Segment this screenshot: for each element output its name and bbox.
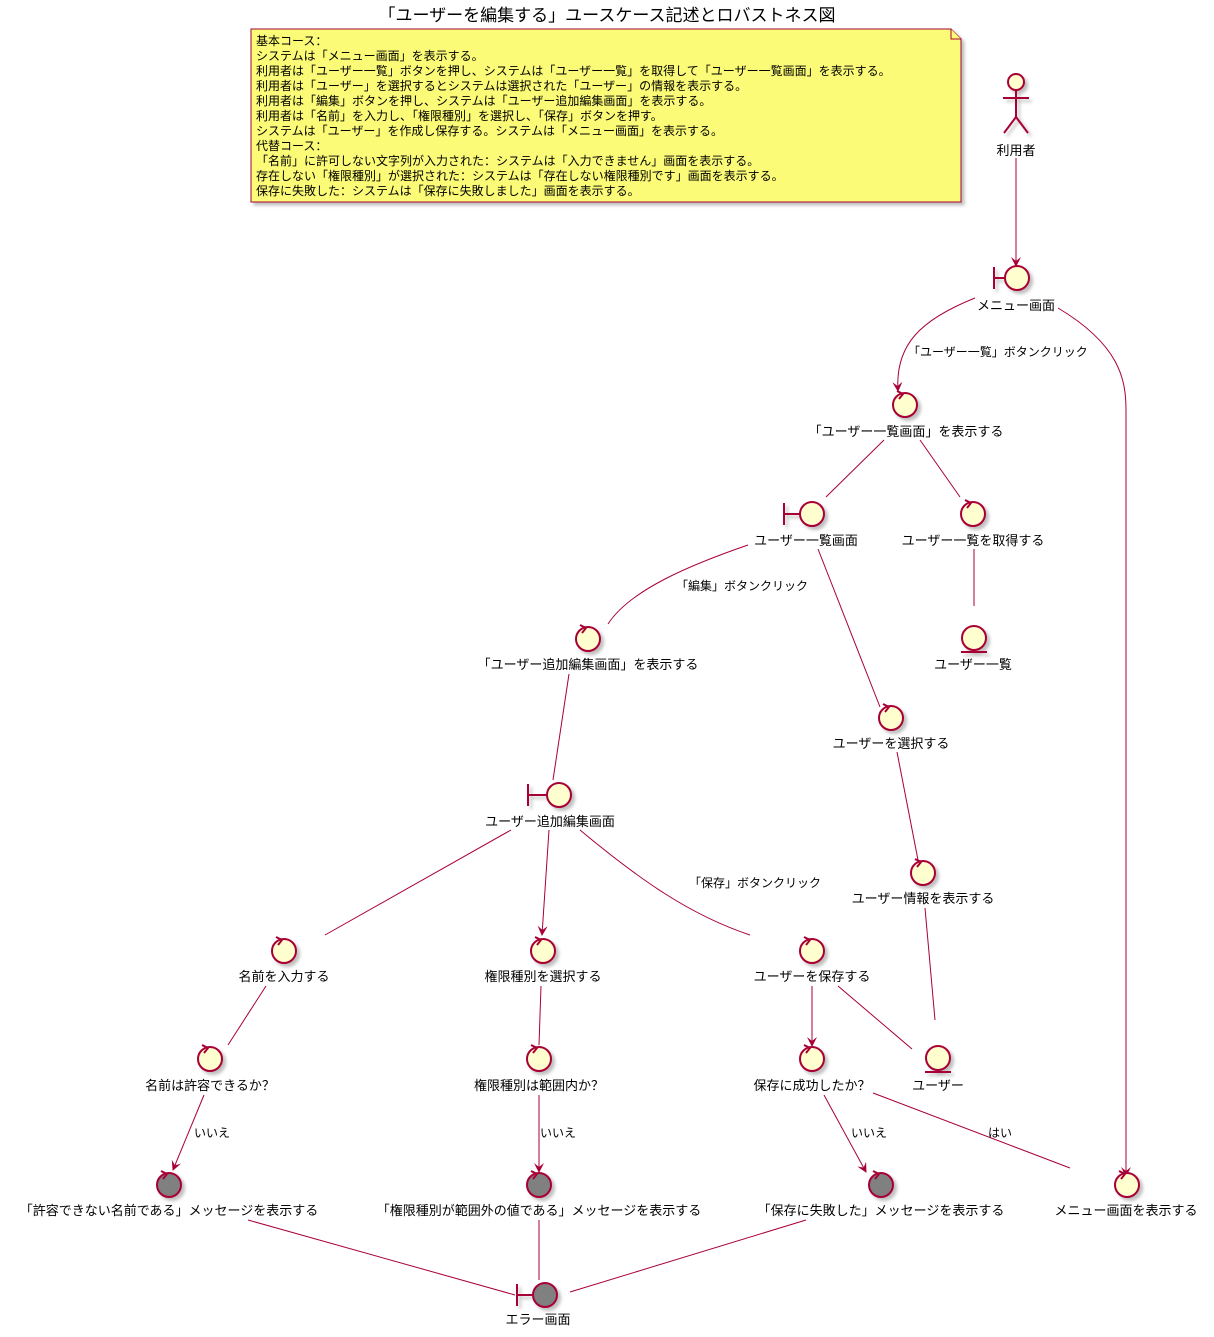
show-user-info-label: ユーザー情報を表示する <box>852 892 995 907</box>
control-show-menu-screen-icon <box>1114 1170 1140 1198</box>
edge-msgsave-error <box>569 1219 807 1293</box>
name-ok-label: 名前は許容できるか？ <box>145 1078 275 1094</box>
msg-name-invalid-label: 「許容できない名前である」メッセージを表示する <box>20 1203 319 1219</box>
show-edit-screen-label: 「ユーザー追加編集画面」を表示する <box>478 657 699 673</box>
edge-savecheck-msgsave <box>823 1094 867 1173</box>
note-line: 利用者は「編集」ボタンを押し、システムは「ユーザー追加編集画面」を表示する。 <box>256 94 712 108</box>
edge-showlist-getlist <box>919 439 961 498</box>
edge-editscreen-save <box>579 829 751 936</box>
select-user-label: ユーザーを選択する <box>833 737 950 752</box>
msg-role-invalid-label: 「権限種別が範囲外の値である」メッセージを表示する <box>377 1203 702 1219</box>
note-line: 「名前」に許可しない文字列が入力された：システムは「入力できません」画面を表示す… <box>256 154 760 168</box>
control-save-succeeded-icon <box>799 1044 825 1072</box>
menu-screen-label: メニュー画面 <box>977 299 1055 314</box>
user-list-entity-label: ユーザー一覧 <box>934 657 1012 673</box>
edge-msgname-error <box>247 1219 516 1296</box>
edge-label-no-name: いいえ <box>194 1126 230 1140</box>
control-show-user-info-icon <box>910 858 936 886</box>
input-name-label: 名前を入力する <box>238 969 329 985</box>
note-line: 利用者は「ユーザー」を選択するとシステムは選択された「ユーザー」の情報を表示する… <box>256 79 748 93</box>
control-msg-name-invalid-icon <box>156 1170 182 1198</box>
actor-label: 利用者 <box>996 144 1035 159</box>
entity-user-list-icon <box>961 625 987 653</box>
edge-editscreen-role <box>537 829 550 936</box>
note-line: 利用者は「名前」を入力し、「権限種別」を選択し、「保存」ボタンを押す。 <box>256 109 663 123</box>
diagram-title: 「ユーザーを編集する」ユースケース記述とロバストネス図 <box>378 6 836 26</box>
edge-showlist-listscreen <box>825 439 885 498</box>
edge-menu-showlist <box>892 297 976 392</box>
error-screen-label: エラー画面 <box>505 1313 570 1328</box>
edge-nameok-msgname <box>171 1094 205 1171</box>
user-entity-label: ユーザー <box>912 1079 964 1094</box>
note-line: 利用者は「ユーザー一覧」ボタンを押し、システムは「ユーザー一覧」を取得して「ユー… <box>256 64 891 78</box>
edit-screen-boundary-icon <box>527 782 572 808</box>
entity-user-icon <box>925 1045 951 1073</box>
control-show-user-list-screen-icon <box>892 390 918 418</box>
edge-label-user-list-button: 「ユーザー一覧」ボタンクリック <box>908 345 1088 359</box>
show-user-list-screen-label: 「ユーザー一覧画面」を表示する <box>809 424 1004 440</box>
control-select-user-icon <box>878 703 904 731</box>
edge-save-user <box>837 985 913 1050</box>
edge-label-no-save: いいえ <box>851 1126 887 1140</box>
note-line: 代替コース： <box>256 139 328 153</box>
edge-showinfo-user <box>924 907 936 1021</box>
edge-editscreen-input <box>324 829 512 936</box>
note-line: システムは「ユーザー」を作成し保存する。システムは「メニュー画面」を表示する。 <box>256 124 724 138</box>
edge-listscreen-showedit <box>607 544 749 625</box>
edit-screen-label: ユーザー追加編集画面 <box>485 814 615 830</box>
control-select-role-icon <box>530 936 556 964</box>
edge-showedit-editscreen <box>552 673 570 781</box>
control-msg-role-invalid-icon <box>526 1170 552 1198</box>
menu-screen-boundary-icon <box>993 265 1030 291</box>
control-get-user-list-icon <box>960 499 986 527</box>
edge-savecheck-showmenu <box>872 1092 1071 1169</box>
edge-menu-showmenu <box>1057 307 1131 1177</box>
save-user-label: ユーザーを保存する <box>754 970 871 985</box>
control-show-edit-screen-icon <box>575 624 601 652</box>
user-list-screen-boundary-icon <box>783 501 825 527</box>
actor-icon <box>1003 73 1029 134</box>
control-role-in-range-icon <box>526 1044 552 1072</box>
user-list-screen-label: ユーザー一覧画面 <box>754 533 858 549</box>
control-input-name-icon <box>271 936 297 964</box>
error-screen-boundary-icon <box>516 1282 558 1308</box>
note-line: 基本コース： <box>256 34 328 48</box>
edge-label-save-button: 「保存」ボタンクリック <box>689 876 821 890</box>
edge-label-yes: はい <box>988 1126 1012 1140</box>
save-succeeded-label: 保存に成功したか？ <box>753 1079 870 1094</box>
edge-listscreen-select <box>817 548 881 708</box>
role-in-range-label: 権限種別は範囲内か？ <box>474 1078 604 1094</box>
show-menu-screen-label: メニュー画面を表示する <box>1054 1204 1197 1219</box>
msg-save-failed-label: 「保存に失敗した」メッセージを表示する <box>758 1204 1005 1219</box>
edge-label-no-role: いいえ <box>540 1126 576 1140</box>
edge-input-nameok <box>227 985 267 1046</box>
note-line: システムは「メニュー画面」を表示する。 <box>256 49 484 63</box>
edge-select-showinfo <box>896 751 919 861</box>
edge-label-edit-button: 「編集」ボタンクリック <box>676 578 808 593</box>
note-line: 存在しない「権限種別」が選択された：システムは「存在しない権限種別です」画面を表… <box>256 169 784 183</box>
usecase-note-text: 基本コース： システムは「メニュー画面」を表示する。 利用者は「ユーザー一覧」ボ… <box>256 34 891 199</box>
control-save-user-icon <box>799 936 825 964</box>
usecase-note <box>250 28 962 203</box>
control-msg-save-failed-icon <box>868 1170 894 1198</box>
get-user-list-label: ユーザー一覧を取得する <box>902 533 1045 549</box>
control-name-ok-icon <box>197 1044 223 1072</box>
edge-role-rolecheck <box>538 985 542 1046</box>
select-role-label: 権限種別を選択する <box>484 969 601 985</box>
note-line: 保存に失敗した：システムは「保存に失敗しました」画面を表示する。 <box>256 184 640 198</box>
